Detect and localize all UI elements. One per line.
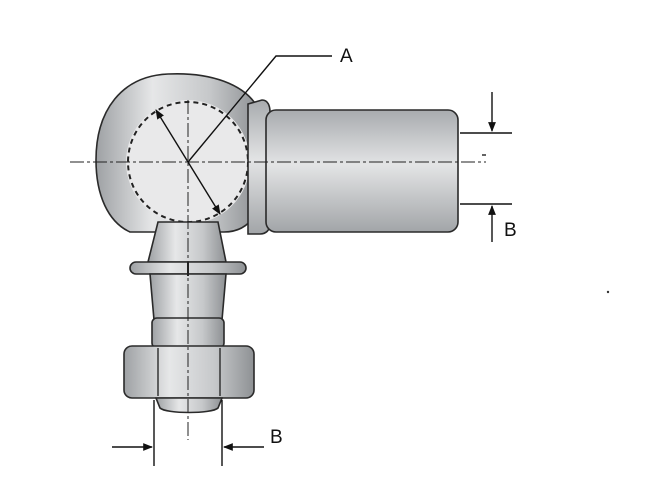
stud-tip — [154, 397, 224, 414]
hex-nut — [123, 345, 255, 399]
leader-line-a — [187, 55, 332, 163]
stray-dot — [606, 290, 610, 294]
label-b-bottom: B — [270, 427, 283, 448]
dimension-b-right — [460, 92, 512, 242]
socket-housing — [95, 73, 259, 233]
dimension-b-bottom — [112, 400, 264, 466]
label-a: A — [340, 46, 353, 67]
ball-diameter-arrow-1 — [155, 109, 189, 163]
ball-diameter-arrow-2 — [187, 161, 221, 215]
threaded-sleeve — [265, 109, 459, 233]
label-b-right: B — [504, 220, 517, 241]
